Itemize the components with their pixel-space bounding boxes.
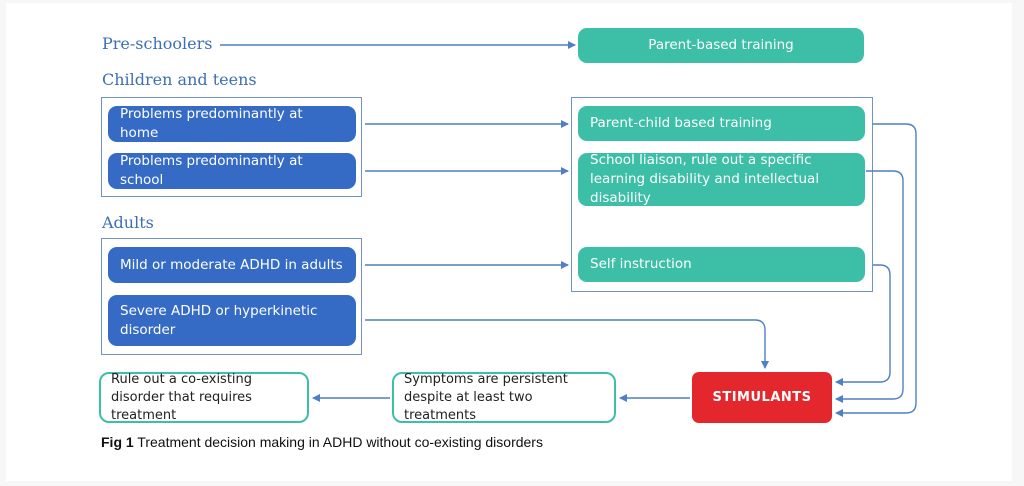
arrow-severe (365, 319, 769, 369)
severe-adhd-label: Severe ADHD or hyperkinetic disorder (120, 302, 318, 338)
self-instruction-label: Self instruction (590, 256, 692, 272)
home-problems-box: Problems predominantly at home (108, 106, 356, 142)
rule-out-label: Rule out a co-existing disorder that req… (111, 371, 253, 423)
figure-caption-text: Treatment decision making in ADHD withou… (133, 434, 543, 450)
treatments-group-frame (571, 97, 873, 292)
parent-training-label: Parent-based training (648, 37, 794, 53)
school-problems-box: Problems predominantly at school (108, 153, 356, 189)
figure-caption: Fig 1 Treatment decision making in ADHD … (101, 434, 543, 450)
persistent-symptoms-label: Symptoms are persistent despite at least… (404, 371, 568, 423)
arrow-self-instruction (835, 264, 891, 386)
stimulants-box: STIMULANTS (692, 372, 832, 423)
school-problems-label: Problems predominantly at school (120, 153, 303, 188)
arrow-school-liaison (835, 170, 904, 403)
parent-training-box: Parent-based training (578, 28, 864, 63)
severe-adhd-box: Severe ADHD or hyperkinetic disorder (108, 295, 356, 346)
figure-caption-label: Fig 1 (101, 434, 134, 450)
mild-adhd-box: Mild or moderate ADHD in adults (108, 247, 356, 283)
rule-out-box: Rule out a co-existing disorder that req… (99, 372, 309, 423)
persistent-symptoms-box: Symptoms are persistent despite at least… (392, 372, 616, 423)
heading-preschoolers: Pre-schoolers (102, 34, 213, 53)
stimulants-label: STIMULANTS (712, 390, 812, 405)
heading-children-teens: Children and teens (102, 70, 257, 89)
self-instruction-box: Self instruction (578, 247, 865, 282)
school-liaison-label: School liaison, rule out a specific lear… (590, 152, 820, 206)
school-liaison-box: School liaison, rule out a specific lear… (578, 152, 865, 206)
home-problems-label: Problems predominantly at home (120, 106, 303, 141)
children-group-frame (101, 97, 362, 197)
heading-adults: Adults (102, 213, 154, 232)
adults-group-frame (101, 238, 362, 355)
parent-child-training-box: Parent-child based training (578, 106, 865, 141)
parent-child-training-label: Parent-child based training (590, 115, 772, 131)
mild-adhd-label: Mild or moderate ADHD in adults (120, 256, 343, 273)
arrow-parent-child (835, 123, 917, 417)
